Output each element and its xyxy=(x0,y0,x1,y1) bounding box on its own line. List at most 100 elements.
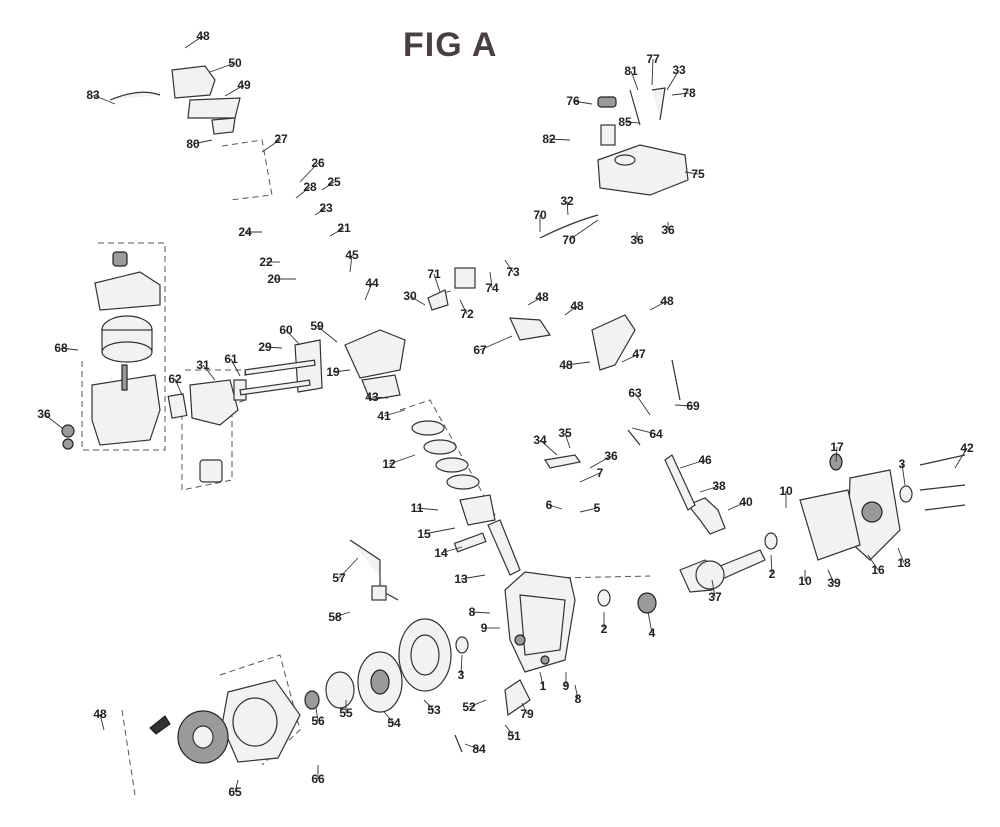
leader-line xyxy=(521,702,528,715)
callout-label: 36 xyxy=(661,223,675,237)
leader-line xyxy=(285,329,301,346)
callout-label: 57 xyxy=(332,571,346,585)
leader-line xyxy=(867,554,879,571)
callout-label: 64 xyxy=(649,427,663,441)
callout-label: 2 xyxy=(601,622,608,636)
callout-label: 70 xyxy=(562,233,576,247)
callout-label: 72 xyxy=(460,307,474,321)
leader-line xyxy=(423,527,456,535)
callout-label: 71 xyxy=(427,267,441,281)
leader-line xyxy=(299,162,319,183)
callout-label: 46 xyxy=(698,453,712,467)
leader-line xyxy=(383,711,395,724)
leader-line xyxy=(564,305,578,316)
callout-label: 31 xyxy=(196,358,210,372)
leader-line xyxy=(184,35,204,49)
leader-line xyxy=(565,361,591,366)
callout-label: 68 xyxy=(54,341,68,355)
callout-label: 34 xyxy=(533,433,547,447)
callout-label: 10 xyxy=(779,484,793,498)
leader-line xyxy=(230,358,241,377)
leader-line xyxy=(371,396,389,399)
callout-label: 80 xyxy=(186,137,200,151)
carburetor-shape xyxy=(167,379,247,483)
callout-label: 67 xyxy=(473,343,487,357)
leader-line xyxy=(234,779,239,793)
callout-label: 17 xyxy=(830,440,844,454)
leader-line xyxy=(548,138,571,141)
leader-line xyxy=(630,70,639,91)
callout-label: 84 xyxy=(472,742,486,756)
callout-label: 24 xyxy=(238,225,252,239)
leader-line xyxy=(224,84,245,97)
leader-line xyxy=(649,300,668,311)
callout-label: 13 xyxy=(454,572,468,586)
callout-label: 14 xyxy=(434,546,448,560)
leader-line xyxy=(43,413,63,429)
callout-label: 63 xyxy=(628,386,642,400)
leader-line xyxy=(539,439,558,456)
leader-line xyxy=(60,347,79,351)
callout-label: 50 xyxy=(228,56,242,70)
callout-label: 35 xyxy=(558,426,572,440)
leader-line xyxy=(468,699,487,708)
callout-label: 55 xyxy=(339,706,353,720)
leader-line xyxy=(334,611,351,618)
leader-line xyxy=(464,743,480,750)
leader-line xyxy=(727,501,747,511)
piston-rings-shape xyxy=(411,420,521,576)
callout-labels: 1223345678899101011121314151617181920212… xyxy=(37,29,974,799)
leader-line xyxy=(99,713,105,731)
leader-line xyxy=(321,181,335,191)
leader-line xyxy=(647,611,653,634)
cylinder-head-shape xyxy=(344,329,406,401)
leader-line xyxy=(621,353,640,363)
leader-line xyxy=(459,299,468,315)
callout-label: 76 xyxy=(566,94,580,108)
leader-line xyxy=(954,447,968,469)
callout-label: 25 xyxy=(327,175,341,189)
leader-line xyxy=(264,346,283,349)
leader-line xyxy=(827,569,835,584)
callout-label: 12 xyxy=(382,457,396,471)
callout-label: 23 xyxy=(319,201,333,215)
leader-line xyxy=(634,392,651,416)
leader-line xyxy=(579,472,601,483)
callout-label: 40 xyxy=(739,495,753,509)
leader-line xyxy=(539,671,544,687)
callout-label: 20 xyxy=(267,272,281,286)
leader-line xyxy=(572,100,593,105)
engine-block-shape xyxy=(504,571,576,673)
callout-label: 32 xyxy=(560,194,574,208)
callout-label: 43 xyxy=(365,390,379,404)
leader-line xyxy=(548,504,563,510)
callout-label: 48 xyxy=(660,294,674,308)
leader-line xyxy=(315,707,319,722)
leader-line xyxy=(460,654,463,676)
callout-label: 62 xyxy=(168,372,182,386)
leader-line xyxy=(504,259,514,273)
callout-label: 3 xyxy=(458,668,465,682)
leader-line xyxy=(192,139,213,145)
callout-label: 3 xyxy=(899,457,906,471)
callout-label: 48 xyxy=(196,29,210,43)
callout-label: 70 xyxy=(533,208,547,222)
leader-line xyxy=(901,463,906,486)
leader-line xyxy=(471,611,491,614)
leader-line xyxy=(489,271,493,289)
recoil-starter-shape xyxy=(149,679,301,764)
callout-label: 77 xyxy=(646,52,660,66)
leader-line xyxy=(684,171,699,175)
leader-line xyxy=(579,507,598,513)
callout-label: 60 xyxy=(279,323,293,337)
callout-label: 26 xyxy=(311,156,325,170)
leader-line xyxy=(314,207,327,216)
leader-line xyxy=(666,69,680,91)
callout-label: 38 xyxy=(712,479,726,493)
leader-line xyxy=(770,554,773,575)
callout-label: 69 xyxy=(686,399,700,413)
leader-line xyxy=(209,62,236,73)
callout-label: 4 xyxy=(649,626,656,640)
callout-label: 54 xyxy=(387,716,401,730)
callout-label: 15 xyxy=(417,527,431,541)
